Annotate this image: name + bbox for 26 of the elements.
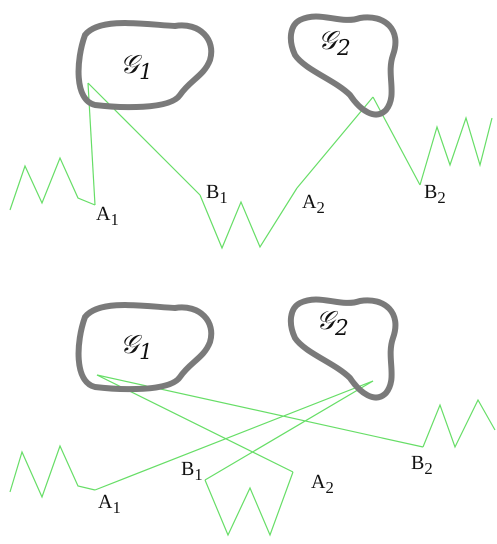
connecting-line: [204, 380, 374, 481]
connecting-line: [87, 82, 96, 206]
point-label: A$_{2}$: [311, 472, 334, 497]
point-label: B$_{2}$: [424, 182, 446, 207]
point-label: B$_{2}$: [411, 453, 433, 478]
point-label: B$_{1}$: [206, 182, 228, 207]
connecting-line: [96, 374, 424, 448]
set-label: 𝒢$_{1}$: [120, 52, 153, 84]
point-label: A$_{2}$: [302, 192, 325, 217]
connecting-line: [94, 380, 374, 491]
set-label: 𝒢$_{2}$: [318, 28, 351, 60]
zigzag-path: [419, 116, 493, 186]
zigzag-path: [9, 156, 96, 210]
point-label: B$_{1}$: [181, 459, 203, 484]
zigzag-path: [204, 472, 294, 537]
connecting-line: [372, 96, 421, 186]
set-label: 𝒢$_{1}$: [120, 332, 153, 364]
connecting-line: [88, 82, 200, 196]
point-label: A$_{1}$: [96, 204, 119, 229]
point-label: A$_{1}$: [98, 492, 121, 517]
zigzag-path: [199, 188, 298, 250]
connecting-line: [296, 96, 374, 188]
zigzag-path: [422, 398, 496, 449]
set-label: 𝒢$_{2}$: [316, 308, 349, 340]
connecting-line: [96, 374, 294, 473]
zigzag-path: [9, 444, 96, 499]
